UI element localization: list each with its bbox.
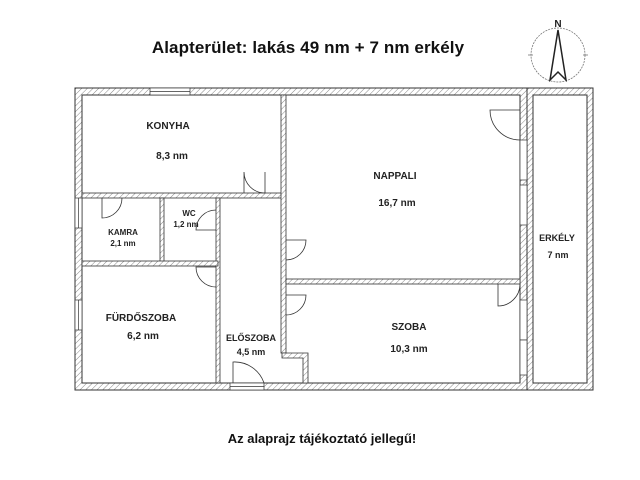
- room-name: KAMRA: [108, 228, 138, 237]
- room-wc: WC 1,2 nm: [173, 209, 198, 229]
- room-name: KONYHA: [146, 121, 189, 132]
- room-name: SZOBA: [392, 322, 427, 333]
- walls: [74, 87, 594, 391]
- room-area: 2,1 nm: [110, 239, 135, 248]
- room-szoba: SZOBA 10,3 nm: [390, 322, 427, 355]
- room-name: ERKÉLY: [539, 233, 575, 243]
- room-area: 16,7 nm: [378, 198, 415, 209]
- doors: [101, 109, 521, 384]
- compass-label: N: [554, 19, 561, 30]
- room-area: 10,3 nm: [390, 344, 427, 355]
- title-text: Alapterület: lakás 49 nm + 7 nm erkély: [151, 38, 465, 57]
- north-arrow-icon: N: [528, 19, 588, 83]
- room-area: 7 nm: [547, 250, 568, 260]
- room-area: 8,3 nm: [156, 151, 188, 162]
- room-eloszoba: ELŐSZOBA 4,5 nm: [226, 332, 277, 357]
- room-name: FÜRDŐSZOBA: [106, 311, 177, 324]
- disclaimer-note: Az alaprajz tájékoztató jellegű!: [0, 431, 640, 446]
- room-name: WC: [182, 209, 196, 218]
- disclaimer-text: Az alaprajz tájékoztató jellegű!: [227, 431, 417, 446]
- room-area: 6,2 nm: [127, 331, 159, 342]
- room-nappali: NAPPALI 16,7 nm: [373, 171, 416, 209]
- room-area: 4,5 nm: [237, 347, 266, 357]
- room-erkely: ERKÉLY 7 nm: [539, 233, 575, 260]
- room-name: ELŐSZOBA: [226, 332, 277, 343]
- room-kamra: KAMRA 2,1 nm: [108, 228, 138, 248]
- windows: [74, 87, 528, 391]
- room-area: 1,2 nm: [173, 220, 198, 229]
- room-konyha: KONYHA 8,3 nm: [146, 121, 189, 162]
- room-furdoszoba: FÜRDŐSZOBA 6,2 nm: [106, 311, 177, 342]
- floor-area-title: Alapterület: lakás 49 nm + 7 nm erkély: [0, 38, 640, 58]
- room-name: NAPPALI: [373, 171, 416, 182]
